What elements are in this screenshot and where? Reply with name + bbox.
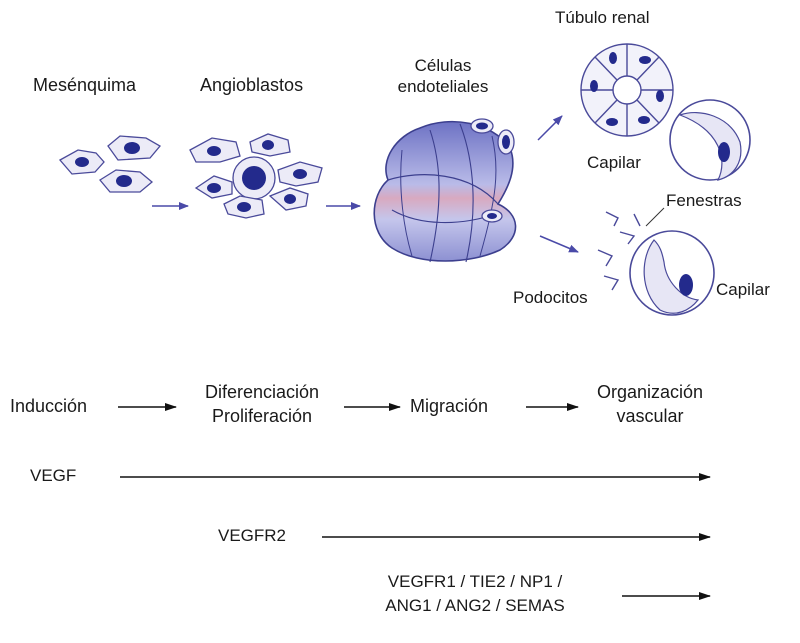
nucleus	[116, 175, 132, 187]
capillary-top	[669, 99, 751, 181]
label-endoteliales: endoteliales	[397, 77, 489, 96]
stage-induccion: Inducción	[10, 396, 88, 416]
nucleus	[284, 194, 296, 204]
nucleus	[293, 169, 307, 179]
nucleus	[638, 116, 650, 124]
arrow-to-renal-tubule	[537, 115, 563, 141]
endothelial-lining	[643, 239, 700, 314]
label-capilar-top: Capilar	[587, 153, 641, 172]
nucleus	[609, 52, 617, 64]
nucleus	[207, 146, 221, 156]
mesenchyme-cells	[58, 135, 161, 193]
label-capilar-bottom: Capilar	[716, 280, 770, 299]
nucleus	[75, 157, 89, 167]
endothelial-lining	[678, 111, 742, 181]
factor-group-line1: VEGFR1 / TIE2 / NP1 /	[387, 572, 563, 591]
podocyte-processes	[597, 211, 641, 291]
stage-organizacion: Organización	[596, 382, 704, 402]
nucleus	[237, 202, 251, 212]
label-tubulo-renal: Túbulo renal	[555, 8, 650, 27]
label-mesenquima: Mesénquima	[33, 75, 137, 95]
label-podocitos: Podocitos	[513, 288, 588, 307]
endothelial-aggregate	[373, 118, 517, 263]
angioblast-cells	[189, 133, 323, 219]
process-arrows	[152, 115, 665, 253]
nucleus	[606, 118, 618, 126]
label-angioblastos: Angioblastos	[200, 75, 304, 95]
stage-diferenciacion: Diferenciación	[204, 382, 320, 402]
label-celulas: Células	[414, 56, 472, 75]
nucleus	[656, 90, 664, 102]
capillary-bottom	[597, 211, 715, 316]
factor-vegf: VEGF	[30, 466, 77, 485]
nucleus	[487, 213, 497, 219]
factor-group-line2: ANG1 / ANG2 / SEMAS	[385, 596, 565, 615]
nucleus	[262, 140, 274, 150]
nucleus	[502, 135, 510, 149]
nucleus	[718, 142, 730, 162]
nucleus	[476, 122, 488, 130]
factor-vegfr2: VEGFR2	[218, 526, 287, 545]
renal-tubule	[580, 43, 674, 137]
label-fenestras: Fenestras	[666, 191, 742, 210]
nucleus	[124, 142, 140, 154]
nucleus	[679, 274, 693, 296]
stage-proliferacion: Proliferación	[211, 406, 313, 426]
pointer-fenestras	[645, 207, 665, 227]
arrow-to-podocytes	[539, 235, 579, 253]
stage-vascular: vascular	[616, 406, 684, 426]
stage-migracion: Migración	[410, 396, 489, 416]
nucleus	[590, 80, 598, 92]
tubule-lumen	[612, 75, 642, 105]
nucleus	[639, 56, 651, 64]
stage-arrows	[118, 403, 711, 600]
nucleus	[242, 166, 266, 190]
nucleus	[207, 183, 221, 193]
